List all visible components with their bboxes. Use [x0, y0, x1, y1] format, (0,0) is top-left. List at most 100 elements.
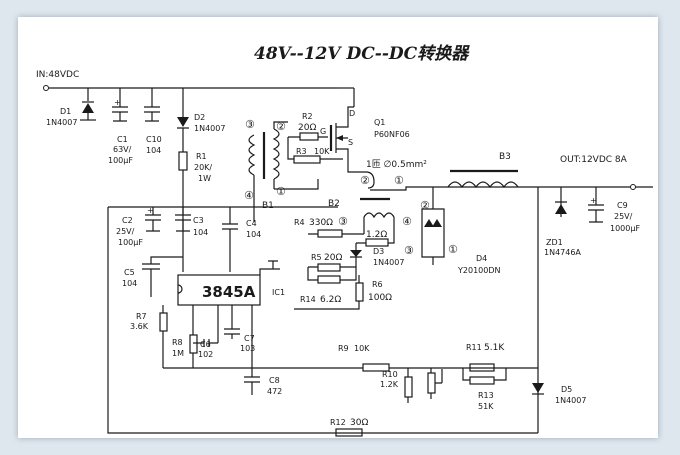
capacitor-c7 [224, 305, 240, 339]
c3-value: 104 [193, 228, 208, 237]
b1-pin-2: ② [276, 120, 286, 133]
r2-value: 20Ω [298, 123, 316, 133]
d1-value: 1N4007 [46, 118, 77, 127]
capacitor-c10 [144, 88, 160, 122]
input-terminal [43, 85, 49, 91]
capacitor-c2: + [145, 206, 161, 232]
d2-value: 1N4007 [194, 124, 225, 133]
schematic-diagram: 48V--12V DC--DC转换器 IN:48VDC D1 1N4007 + … [36, 44, 653, 437]
c10-value: 104 [146, 146, 161, 155]
r8-ref: R8 [172, 338, 183, 347]
d3-ref: D3 [373, 247, 384, 256]
r1-value-2: 1W [198, 174, 211, 183]
r4b-value: 1.2Ω [366, 230, 387, 240]
r10-value: 1.2K [380, 380, 399, 389]
c9-value-2: 1000μF [610, 224, 640, 233]
diode-d2 [177, 117, 189, 152]
schematic-sheet: 48V--12V DC--DC转换器 IN:48VDC D1 1N4007 + … [18, 17, 658, 438]
r11-value: 5.1K [484, 343, 505, 353]
capacitor-c6 [193, 339, 218, 347]
capacitor-c1: + [112, 88, 128, 122]
q1-value: P60NF06 [374, 130, 410, 139]
b3-ref: B3 [499, 152, 511, 162]
resistor-r2 [299, 132, 319, 141]
c8-ref: C8 [269, 376, 280, 385]
resistor-r1 [178, 151, 188, 171]
d5-ref: D5 [561, 385, 572, 394]
r3-value: 10K [314, 147, 330, 156]
b2-pin-3-left: ③ [338, 215, 348, 228]
b2-pin-1-top: ① [394, 174, 404, 187]
resistor-r8 [189, 334, 198, 354]
b2-ref: B2 [328, 199, 340, 209]
svg-text:+: + [114, 98, 121, 107]
c10-ref: C10 [146, 135, 162, 144]
c7-ref: C7 [244, 334, 255, 343]
r9-value: 10K [354, 344, 370, 353]
r1-value-1: 20K/ [194, 163, 212, 172]
r6-ref: R6 [372, 280, 383, 289]
d4-ref: D4 [476, 254, 487, 263]
resistor-r11 [469, 363, 495, 372]
d4-value: Y20100DN [457, 266, 500, 275]
ic-3845a [177, 274, 261, 306]
d2-ref: D2 [194, 113, 205, 122]
c4-value: 104 [246, 230, 261, 239]
inductor-b3 [447, 181, 519, 189]
resistor-r4 [317, 229, 343, 238]
resistor-r7 [159, 312, 168, 332]
c9-ref: C9 [617, 201, 628, 210]
resistor-r4b [365, 238, 389, 247]
ic-ref: IC1 [272, 288, 285, 297]
b2-secondary-winding [363, 212, 395, 219]
b1-ref: B1 [262, 201, 274, 211]
q1-drain-pin: D [349, 109, 355, 118]
r5-value: 20Ω [324, 253, 342, 263]
winding-note: 1匝 ∅0.5mm² [366, 159, 427, 170]
capacitor-c9: + [588, 187, 604, 223]
b2-pin-3-right: ③ [404, 244, 414, 257]
diode-d4 [421, 187, 445, 265]
resistor-r6 [355, 282, 364, 302]
b2-pin-4: ④ [402, 215, 412, 228]
diode-d1 [80, 88, 96, 121]
r5-ref: R5 [311, 253, 322, 262]
resistor-r10 [404, 376, 413, 398]
resistor-r3 [293, 155, 321, 164]
c8-value: 472 [267, 387, 282, 396]
input-label: IN:48VDC [36, 70, 79, 80]
resistor-r13 [469, 376, 495, 385]
r10-ref: R10 [382, 370, 398, 379]
r12-ref: R12 [330, 418, 346, 427]
r2-ref: R2 [302, 112, 313, 121]
d5-value: 1N4007 [555, 396, 586, 405]
resistor-r5 [317, 263, 341, 272]
c7-value: 103 [240, 344, 255, 353]
d1-ref: D1 [60, 107, 71, 116]
r4-value: 330Ω [309, 218, 333, 228]
r14-value: 6.2Ω [320, 295, 341, 305]
d4-pin-2: ② [420, 199, 430, 212]
r14-ref: R14 [300, 295, 316, 304]
mosfet-q1 [329, 88, 355, 162]
d4-pin-1: ① [448, 243, 458, 256]
d3-value: 1N4007 [373, 258, 404, 267]
r8-value: 1M [172, 349, 184, 358]
b1-pin-4: ④ [244, 189, 254, 202]
capacitor-c8 [244, 305, 260, 395]
svg-text:+: + [147, 206, 154, 215]
capacitor-c5 [142, 256, 183, 297]
r7-ref: R7 [136, 312, 147, 321]
c2-ref: C2 [122, 216, 133, 225]
r7-value: 3.6K [130, 322, 149, 331]
r13-ref: R13 [478, 391, 494, 400]
r1-ref: R1 [196, 152, 207, 161]
c2-value-1: 25V/ [116, 227, 135, 236]
output-label: OUT:12VDC 8A [560, 155, 628, 165]
r3-ref: R3 [296, 147, 307, 156]
r12-value: 30Ω [350, 418, 368, 428]
r13-value: 51K [478, 402, 494, 411]
output-terminal [630, 184, 636, 190]
resistor-r12 [335, 428, 363, 437]
c4-ref: C4 [246, 219, 257, 228]
